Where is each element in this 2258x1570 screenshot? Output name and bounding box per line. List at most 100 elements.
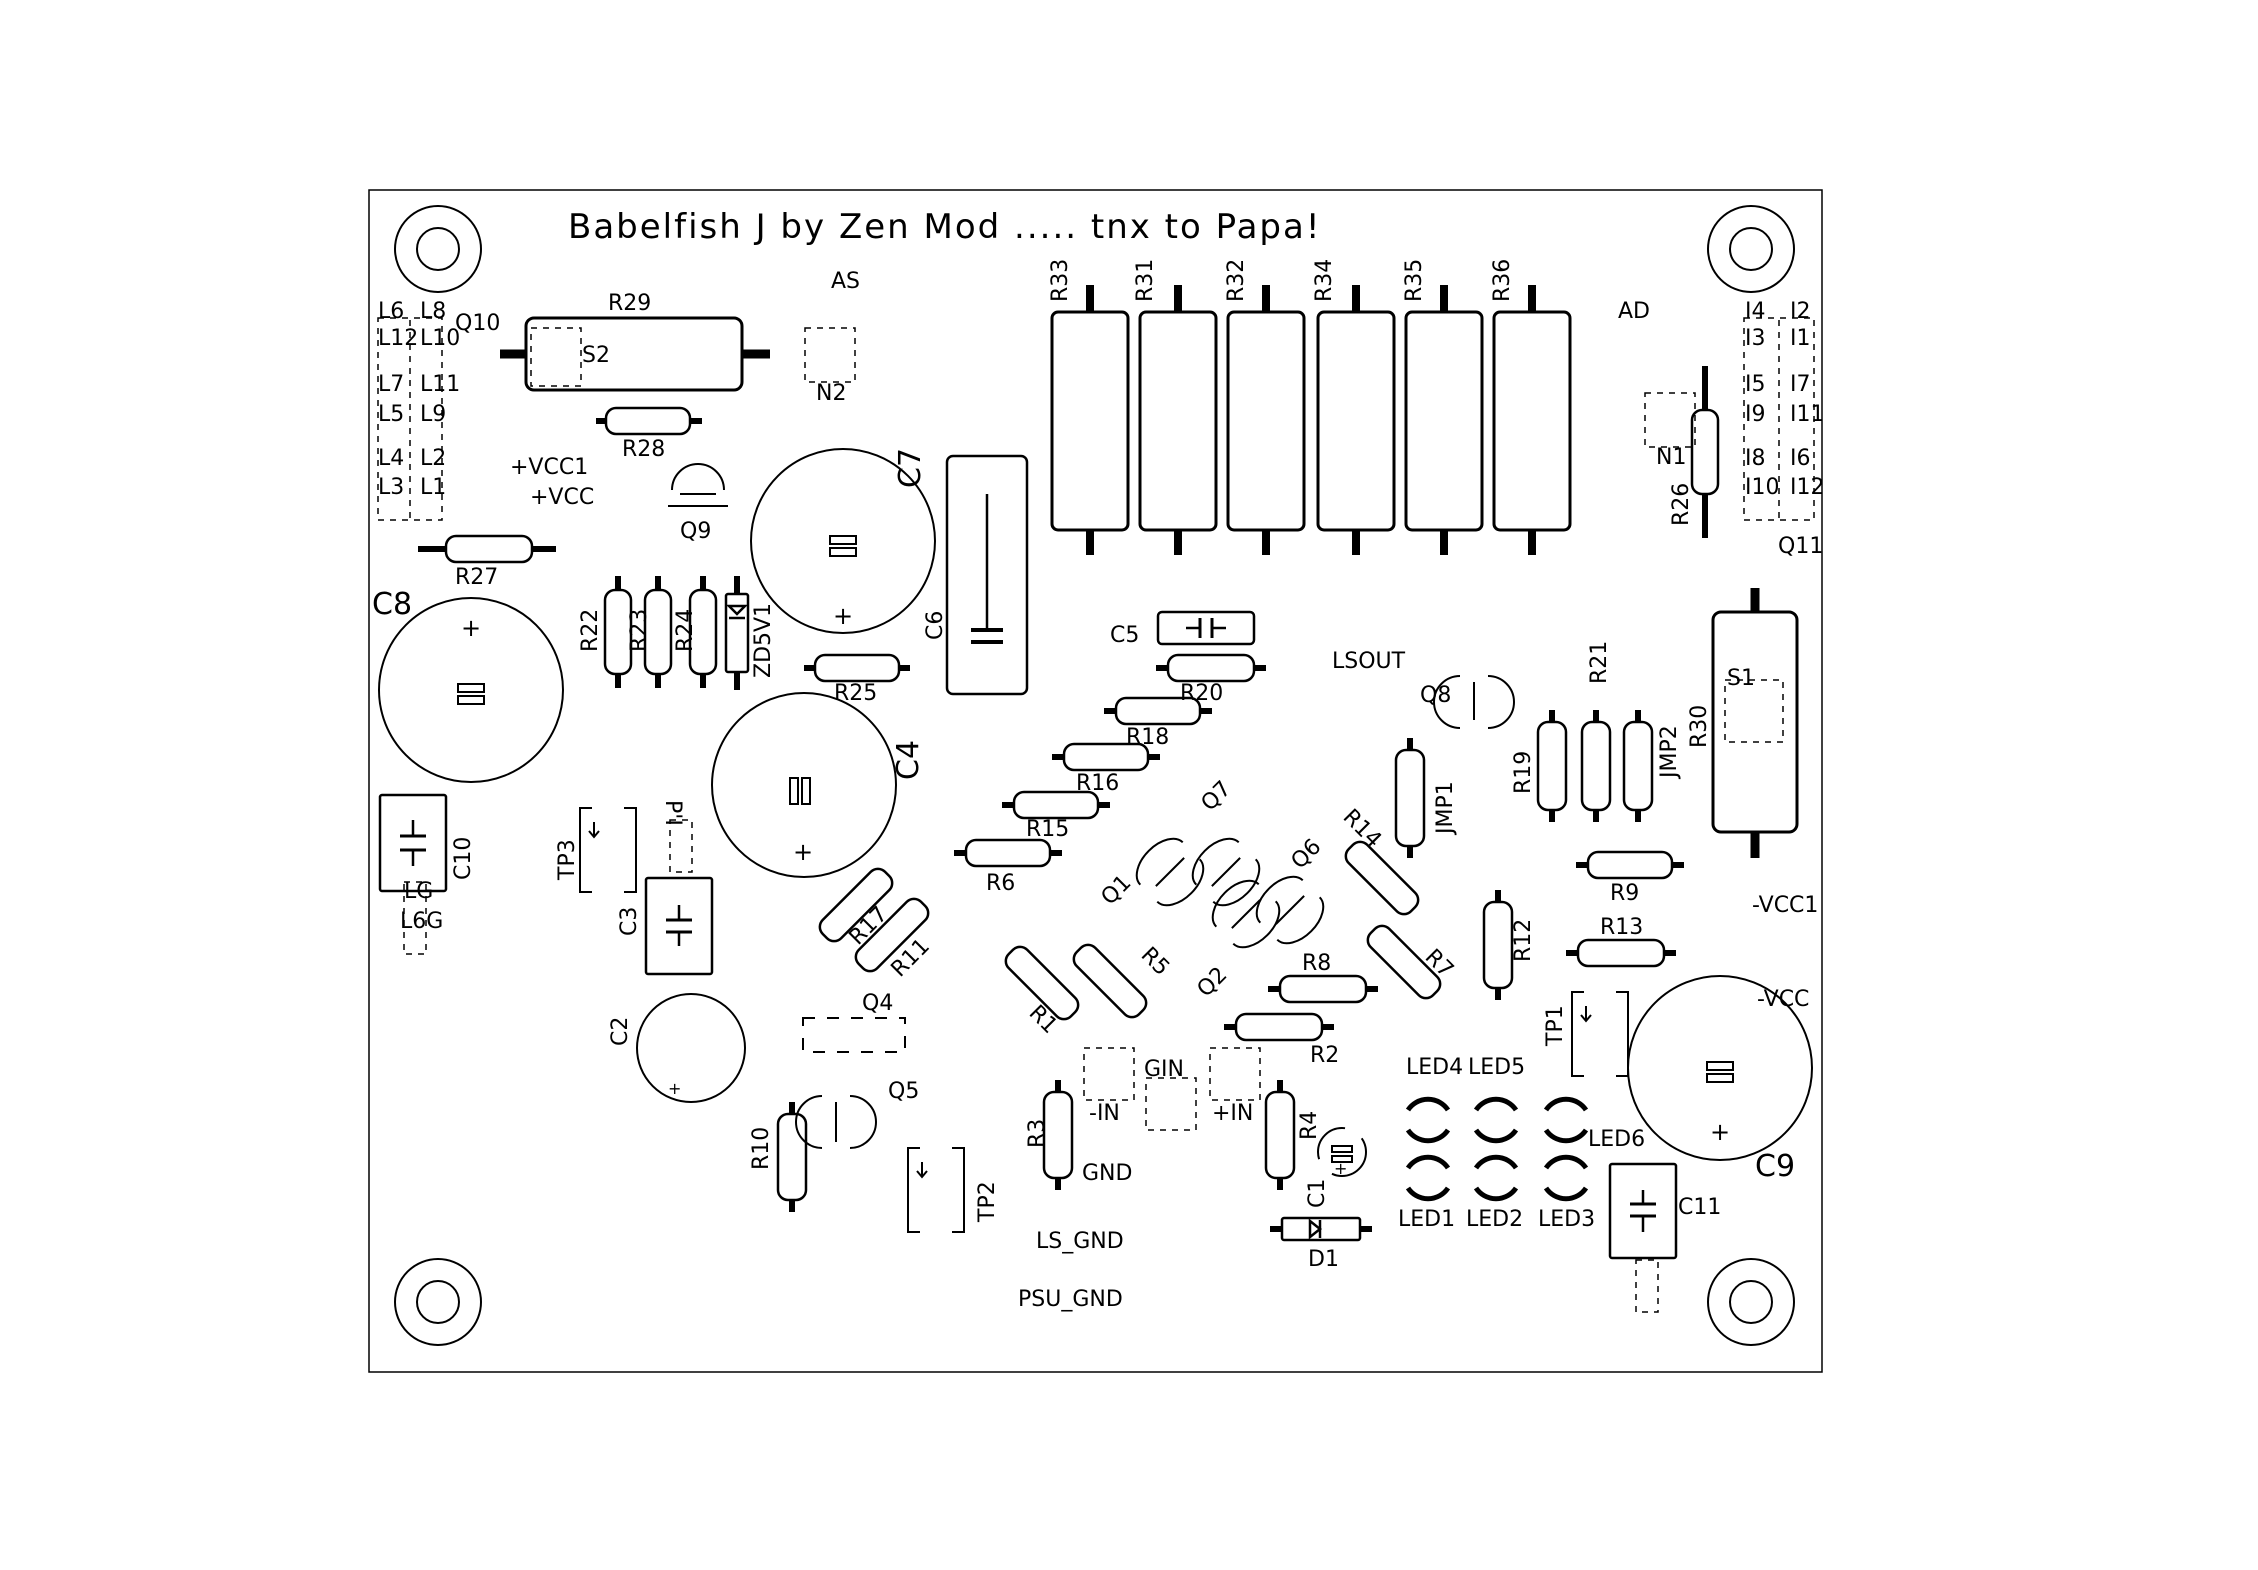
pin-label-l3: L3	[378, 475, 404, 500]
label-ad: AD	[1618, 299, 1650, 324]
label-n2: N2	[816, 381, 846, 406]
label-nvcc: -VCC	[1757, 987, 1809, 1012]
small-resistors-vertical	[603, 366, 1720, 1212]
label-tp3: TP3	[555, 839, 580, 881]
label-r11: R11	[887, 934, 935, 982]
mounting-holes	[394, 205, 1795, 1346]
label-r36: R36	[1490, 259, 1515, 302]
label-q7: Q7	[1197, 776, 1237, 816]
switch-s1-outline	[1724, 679, 1784, 743]
pin-label-i12: I12	[1790, 475, 1824, 500]
diodes	[724, 576, 1372, 1242]
label-c11: C11	[1678, 1195, 1721, 1220]
label-r19: R19	[1511, 751, 1536, 794]
plus-mark-c7: +	[833, 602, 853, 630]
pin-label-l1: L1	[420, 475, 446, 500]
label-q2: Q2	[1193, 962, 1233, 1002]
label-q1: Q1	[1097, 870, 1137, 910]
label-c8: C8	[372, 587, 412, 622]
small-resistors	[418, 406, 1684, 1042]
label-minus-in: -IN	[1089, 1101, 1120, 1126]
pin-label-l10: L10	[420, 326, 460, 351]
label-r13: R13	[1600, 915, 1643, 940]
label-s2: S2	[582, 343, 610, 368]
label-p1: P'I	[660, 800, 685, 826]
pin-label-i3: I3	[1745, 326, 1766, 351]
label-c6: C6	[923, 611, 948, 640]
pin-label-i8: I8	[1745, 446, 1766, 471]
pin-label-i6: I6	[1790, 446, 1811, 471]
label-r20: R20	[1180, 681, 1223, 706]
pin-label-l11: L11	[420, 372, 460, 397]
label-c4: C4	[891, 740, 926, 780]
label-r32: R32	[1224, 259, 1249, 302]
label-c2: C2	[608, 1017, 633, 1046]
label-l6g: L6G	[400, 909, 443, 934]
left-header	[377, 317, 443, 521]
label-c10: C10	[451, 837, 476, 880]
diagonal-resistors	[818, 840, 1442, 1021]
test-points	[579, 807, 1629, 1233]
label-led6: LED6	[1588, 1127, 1645, 1152]
label-r24: R24	[673, 609, 698, 652]
label-lsout: LSOUT	[1332, 649, 1406, 674]
board-outline	[368, 189, 1823, 1373]
label-n1: N1	[1656, 445, 1686, 470]
label-r17: R17	[845, 902, 893, 950]
pin-label-l4: L4	[378, 446, 404, 471]
resistor-r29	[500, 316, 770, 392]
label-r16: R16	[1076, 771, 1119, 796]
label-zd5v1: ZD5V1	[751, 603, 776, 678]
label-r5: R5	[1136, 943, 1174, 981]
power-resistor-bank	[1050, 285, 1572, 555]
label-plus-in: +IN	[1212, 1101, 1253, 1126]
film-capacitors	[378, 454, 1678, 1260]
switch-s2-outline	[530, 327, 582, 387]
label-gnd: GND	[1082, 1161, 1132, 1186]
label-r2: R2	[1310, 1043, 1339, 1068]
plus-mark-c4: +	[793, 838, 813, 866]
label-ls-gnd: LS_GND	[1036, 1229, 1124, 1254]
label-as: AS	[831, 269, 860, 294]
label-r1: R1	[1024, 1001, 1062, 1039]
label-psu-gnd: PSU_GND	[1018, 1287, 1123, 1312]
resistor-r30	[1711, 588, 1799, 858]
pin-label-i10: I10	[1745, 475, 1779, 500]
label-r22: R22	[578, 609, 603, 652]
label-led2: LED2	[1466, 1207, 1523, 1232]
leds	[1405, 1096, 1589, 1202]
label-lg: LG	[404, 879, 433, 904]
label-r8: R8	[1302, 951, 1331, 976]
pin-label-i9: I9	[1745, 402, 1766, 427]
label-r35: R35	[1402, 259, 1427, 302]
plus-mark-c1: +	[1334, 1159, 1347, 1178]
right-header	[1743, 317, 1815, 521]
label-r18: R18	[1126, 725, 1169, 750]
label-s1: S1	[1727, 666, 1755, 691]
label-r33: R33	[1048, 259, 1073, 302]
label-r14: R14	[1338, 805, 1386, 853]
pin-label-i4: I4	[1745, 299, 1766, 324]
pin-label-i5: I5	[1745, 372, 1766, 397]
pin-label-i7: I7	[1790, 372, 1811, 397]
label-r3: R3	[1025, 1119, 1050, 1148]
label-r30: R30	[1687, 705, 1712, 748]
pin-label-l8: L8	[420, 299, 446, 324]
transistors	[668, 463, 1515, 1149]
label-r12: R12	[1511, 919, 1536, 962]
label-r27: R27	[455, 565, 498, 590]
pin-label-l12: L12	[378, 326, 418, 351]
label-r9: R9	[1610, 881, 1639, 906]
label-tp1: TP1	[1543, 1005, 1568, 1047]
label-d1: D1	[1308, 1247, 1339, 1272]
label-r31: R31	[1133, 259, 1158, 302]
label-r6: R6	[986, 871, 1015, 896]
label-q9: Q9	[680, 519, 711, 544]
label-c3: C3	[617, 907, 642, 936]
plus-mark-c8: +	[461, 614, 481, 642]
label-jmp2: JMP2	[1657, 725, 1682, 780]
label-r15: R15	[1026, 817, 1069, 842]
label-r25: R25	[834, 681, 877, 706]
label-q6: Q6	[1287, 834, 1327, 874]
